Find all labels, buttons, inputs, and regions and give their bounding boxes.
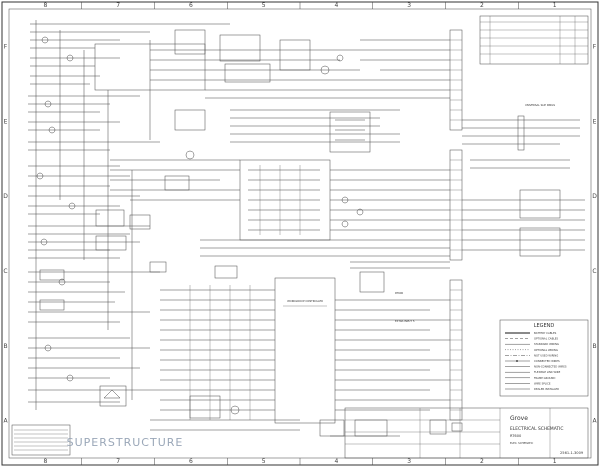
title-block-company: Grove — [510, 415, 528, 422]
zone-column-6-bottom: 6 — [189, 458, 193, 465]
top-panel-section — [94, 29, 450, 230]
zone-row-D-right: D — [592, 193, 597, 200]
legend-item-label: NOT USED WIRING — [534, 353, 558, 357]
cab-wiring-section — [28, 20, 230, 410]
title-block-subtitle: RT600 — [510, 434, 522, 438]
extra-input-label: EXTRA INPUT 5 — [395, 319, 415, 323]
legend-item-label: CONNECTED WIRES — [534, 359, 560, 363]
callout-ec2: ELEC. SCHEMATIC — [510, 441, 533, 445]
title-block-drawing-title: ELECTRICAL SCHEMATIC — [510, 426, 563, 432]
slip-rings-section: UNIVERSAL SLIP RINGS EXTRA INPUT 5 — [395, 103, 585, 323]
zone-column-1-top: 1 — [553, 2, 557, 9]
zone-row-E-left: E — [4, 118, 8, 125]
zone-column-6-top: 6 — [189, 2, 193, 9]
notes-box — [11, 424, 71, 456]
zone-column-5-top: 5 — [262, 2, 266, 9]
zone-row-E-right: E — [593, 118, 597, 125]
lower-center-section — [150, 261, 450, 437]
legend-item-label: DEALER INSTALLED — [534, 387, 559, 391]
zone-column-7-top: 7 — [116, 2, 120, 9]
zone-row-C-right: C — [592, 268, 596, 275]
zone-row-A-left: A — [3, 418, 8, 425]
zone-column-8-top: 8 — [43, 2, 47, 9]
legend-item-label: OPTIONAL WIRING — [534, 348, 558, 352]
controller-label: WORKGROUP CONTROLLER — [287, 299, 323, 303]
zone-row-D-left: D — [3, 193, 8, 200]
zone-column-8-bottom: 8 — [43, 458, 47, 465]
watermark-superstructure: SUPERSTRUCTURE — [67, 436, 184, 449]
sheet-number: 2561-1-3009 — [560, 451, 584, 455]
zone-row-B-right: B — [592, 343, 596, 350]
legend-item-label: WIRE SPLICE — [534, 381, 551, 385]
zone-column-2-top: 2 — [480, 2, 484, 9]
zone-column-4-top: 4 — [334, 2, 338, 9]
zone-row-F-right: F — [593, 43, 597, 50]
title-block: Grove ELECTRICAL SCHEMATIC RT600 2561-1-… — [344, 407, 589, 459]
legend: LEGEND BATTERY CABLES OPTIONAL CABLESSTAN… — [499, 319, 589, 397]
zone-column-1-bottom: 1 — [553, 458, 557, 465]
legend-item-label: STANDARD WIRING — [534, 342, 559, 346]
relay-section — [200, 159, 450, 257]
revision-block — [479, 15, 589, 65]
zone-column-7-bottom: 7 — [116, 458, 120, 465]
legend-item-label: BATTERY CABLES — [534, 331, 557, 335]
legend-junction-dot — [516, 360, 518, 362]
zone-row-A-right: A — [592, 418, 597, 425]
callout-ec1: RT600 — [395, 291, 403, 295]
connector-strip — [449, 29, 463, 421]
zone-column-3-bottom: 3 — [407, 458, 411, 465]
zone-column-4-bottom: 4 — [334, 458, 338, 465]
zone-column-2-bottom: 2 — [480, 458, 484, 465]
zone-column-5-bottom: 5 — [262, 458, 266, 465]
zone-row-C-left: C — [3, 268, 7, 275]
legend-item-label: FLEXIBLE LINK WIRE — [534, 370, 561, 374]
legend-title: LEGEND — [534, 323, 555, 329]
zone-row-B-left: B — [3, 343, 7, 350]
slip-rings-label: UNIVERSAL SLIP RINGS — [525, 103, 555, 107]
legend-item-label: NON-CONNECTED WIRES — [534, 365, 567, 369]
workgroup-controller: WORKGROUP CONTROLLER — [149, 261, 450, 424]
zone-row-F-left: F — [4, 43, 8, 50]
legend-item-label: OPTIONAL CABLES — [534, 337, 558, 341]
legend-item-label: FRAME GROUND — [534, 376, 555, 380]
zone-column-3-top: 3 — [407, 2, 411, 9]
